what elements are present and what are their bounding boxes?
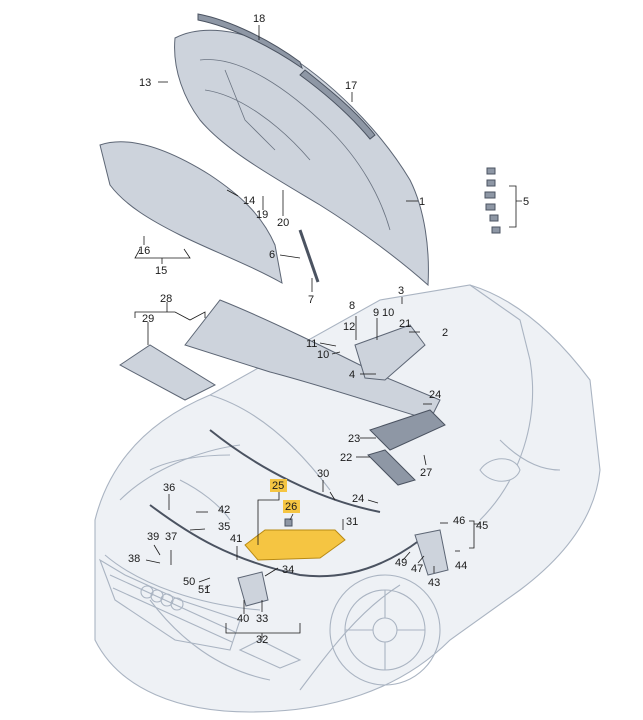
gas-strut <box>298 229 320 283</box>
callout-34[interactable]: 34 <box>282 564 294 576</box>
highlighted-bracket <box>244 529 346 561</box>
callout-8[interactable]: 8 <box>349 300 355 312</box>
callout-3[interactable]: 3 <box>398 285 404 297</box>
callout-2[interactable]: 2 <box>442 327 448 339</box>
callout-24-lower[interactable]: 24 <box>352 493 364 505</box>
lock-assembly <box>414 529 449 576</box>
callout-1[interactable]: 1 <box>419 196 425 208</box>
callout-35[interactable]: 35 <box>218 521 230 533</box>
seal-strip-side <box>299 69 376 140</box>
callout-20[interactable]: 20 <box>277 217 289 229</box>
car-body <box>94 284 601 713</box>
bolt-set <box>484 167 501 234</box>
bonnet-insulation <box>99 141 283 284</box>
callout-11[interactable]: 11 <box>306 338 317 350</box>
leader-lines <box>134 25 522 640</box>
callout-10-lower[interactable]: 10 <box>317 349 329 361</box>
cowl-panel <box>184 299 441 421</box>
callout-15[interactable]: 15 <box>155 265 167 277</box>
callout-37[interactable]: 37 <box>165 531 177 543</box>
callout-44[interactable]: 44 <box>455 560 467 572</box>
callout-26[interactable]: 26 <box>285 501 297 513</box>
callout-highlight-26 <box>283 500 300 513</box>
callout-19[interactable]: 19 <box>256 209 268 221</box>
bonnet-part <box>174 29 429 287</box>
highlighted-clip <box>284 518 293 527</box>
callout-21[interactable]: 21 <box>399 318 411 330</box>
release-cable-lower <box>149 504 421 578</box>
callout-numbers: 1 2 3 4 5 6 7 8 9 10 10 11 12 13 14 15 1… <box>128 13 529 646</box>
cover-plate <box>119 344 217 401</box>
callout-33[interactable]: 33 <box>256 613 268 625</box>
callout-45[interactable]: 45 <box>476 520 488 532</box>
callout-40[interactable]: 40 <box>237 613 249 625</box>
callout-32[interactable]: 32 <box>256 634 268 646</box>
callout-13[interactable]: 13 <box>139 77 151 89</box>
callout-31[interactable]: 31 <box>346 516 358 528</box>
callout-43[interactable]: 43 <box>428 577 440 589</box>
callout-47[interactable]: 47 <box>411 563 423 575</box>
callout-18[interactable]: 18 <box>253 13 265 25</box>
callout-27[interactable]: 27 <box>420 467 432 479</box>
lock-carrier <box>354 324 426 381</box>
callout-16[interactable]: 16 <box>138 245 150 257</box>
callout-22[interactable]: 22 <box>340 452 352 464</box>
callout-41[interactable]: 41 <box>230 533 242 545</box>
seal-strip-lower <box>369 409 446 451</box>
callout-38[interactable]: 38 <box>128 553 140 565</box>
callout-9[interactable]: 9 <box>373 307 379 319</box>
callout-36[interactable]: 36 <box>163 482 175 494</box>
callout-42[interactable]: 42 <box>218 504 230 516</box>
callout-39[interactable]: 39 <box>147 531 159 543</box>
callout-10-upper[interactable]: 10 <box>382 307 394 319</box>
callout-28[interactable]: 28 <box>160 293 172 305</box>
callout-12[interactable]: 12 <box>343 321 355 333</box>
callout-25[interactable]: 25 <box>272 480 284 492</box>
callout-highlight-25 <box>270 479 287 492</box>
callout-23[interactable]: 23 <box>348 433 360 445</box>
seal-strip-top <box>197 13 303 70</box>
callout-50[interactable]: 50 <box>183 576 195 588</box>
callout-6[interactable]: 6 <box>269 249 275 261</box>
callout-46[interactable]: 46 <box>453 515 465 527</box>
callout-14[interactable]: 14 <box>243 195 255 207</box>
callout-4[interactable]: 4 <box>349 369 355 381</box>
seal-strip-bottom <box>367 449 416 486</box>
callout-5[interactable]: 5 <box>523 196 529 208</box>
callout-7[interactable]: 7 <box>308 294 314 306</box>
callout-29[interactable]: 29 <box>142 313 154 325</box>
callout-24-upper[interactable]: 24 <box>429 389 441 401</box>
callout-49[interactable]: 49 <box>395 557 407 569</box>
release-cable <box>209 429 381 513</box>
bonnet-lock <box>237 571 269 607</box>
callout-51[interactable]: 51 <box>198 584 210 596</box>
callout-30[interactable]: 30 <box>317 468 329 480</box>
callout-17[interactable]: 17 <box>345 80 357 92</box>
